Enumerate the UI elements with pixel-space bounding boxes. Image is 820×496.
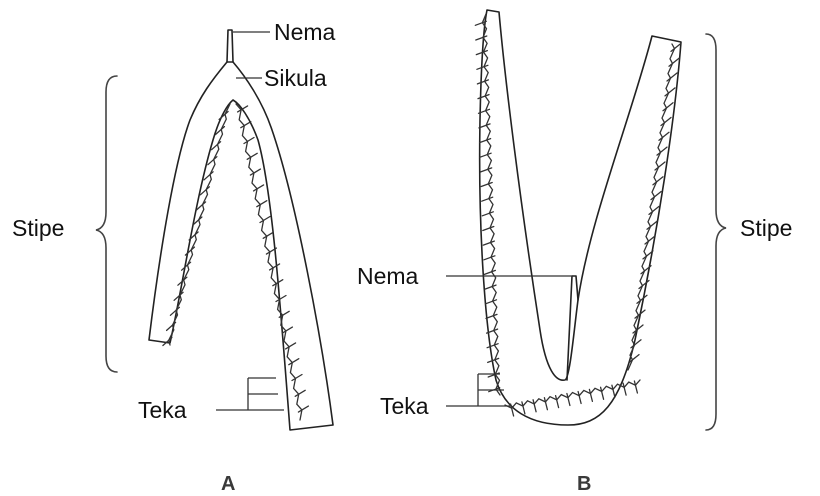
figure-a-nema <box>227 30 233 62</box>
figure-a-sikula-label: Sikula <box>264 65 327 91</box>
figure-a-left-theca <box>170 307 179 315</box>
figure-b-teka-bracket <box>446 374 512 406</box>
figure-b: Nema Teka Stipe B <box>357 10 792 495</box>
figure-a-nema-label: Nema <box>274 19 336 45</box>
figure-b-nema <box>567 276 578 380</box>
figure-a-stipe-label: Stipe <box>12 215 64 241</box>
figure-b-left-theca <box>481 183 492 187</box>
figure-a-thecae-left <box>163 104 230 346</box>
figure-b-bottom-serration <box>505 380 640 408</box>
figure-b-left-theca <box>484 256 495 260</box>
figure-b-thecae-bottom <box>505 380 640 416</box>
figure-b-left-serration <box>482 14 500 395</box>
figure-b-left-theca <box>485 285 496 289</box>
figure-b-colony-outline <box>480 10 681 425</box>
figure-b-stipe-brace <box>706 34 726 430</box>
figure-a-left-theca <box>185 247 194 255</box>
figure-b-left-theca <box>482 212 493 216</box>
figure-a: Nema Sikula Stipe Teka A <box>12 19 336 495</box>
figure-a-stipe-brace <box>96 76 117 372</box>
figure-a-teka-label: Teka <box>138 397 187 423</box>
figure-b-nema-label: Nema <box>357 263 419 289</box>
figure-a-thecae-right <box>236 104 308 420</box>
figure-a-colony-outline <box>149 62 333 430</box>
figure-a-panel-label: A <box>221 473 235 495</box>
figure-b-thecae-left <box>475 14 500 395</box>
figure-b-stipe-label: Stipe <box>740 215 792 241</box>
figure-b-left-theca <box>481 168 492 172</box>
figure-b-teka-label: Teka <box>380 393 429 419</box>
figure-a-right-serration <box>236 104 302 420</box>
figure-b-left-theca <box>478 95 489 99</box>
figure-a-left-theca <box>208 157 217 165</box>
figure-a-teka-bracket <box>216 378 284 410</box>
figure-b-panel-label: B <box>577 473 591 495</box>
figure-b-left-theca <box>480 139 491 143</box>
